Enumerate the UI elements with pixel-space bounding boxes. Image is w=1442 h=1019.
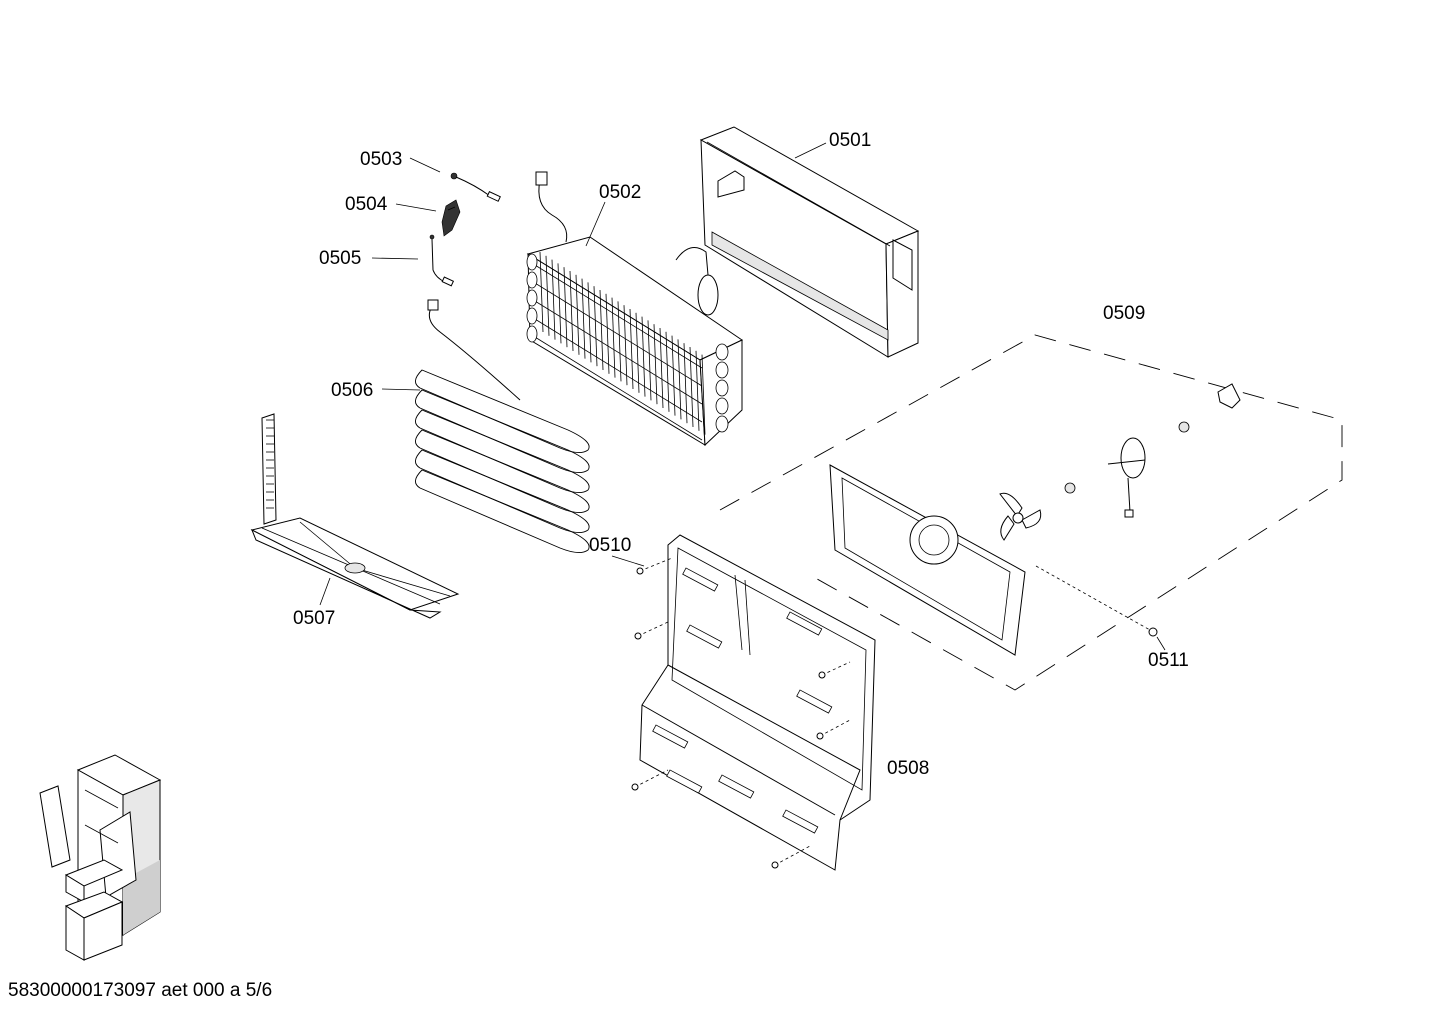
leader-0501 bbox=[794, 142, 827, 159]
screw-icon bbox=[634, 632, 642, 640]
grommet-icon bbox=[1064, 482, 1076, 494]
screw-icon bbox=[631, 783, 639, 791]
grommet-icon bbox=[1178, 421, 1190, 433]
label-0503: 0503 bbox=[360, 149, 402, 170]
part-0506-defrost-heater[interactable] bbox=[415, 299, 590, 553]
fan-blade-icon bbox=[999, 492, 1042, 541]
panel-slots bbox=[652, 567, 833, 834]
screw-icon bbox=[816, 732, 824, 740]
part-0502-evaporator[interactable] bbox=[526, 171, 744, 447]
leader-0511 bbox=[1156, 636, 1166, 651]
part-0509-fan-assembly[interactable] bbox=[719, 334, 1343, 691]
part-0503-sensor[interactable] bbox=[450, 172, 501, 202]
label-0506: 0506 bbox=[331, 380, 373, 401]
screw-icon bbox=[636, 567, 644, 575]
label-0505: 0505 bbox=[319, 248, 361, 269]
drawing-reference: 58300000173097 aet 000 a 5/6 bbox=[8, 980, 273, 1001]
bracket-icon bbox=[1217, 383, 1241, 409]
label-0504: 0504 bbox=[345, 194, 388, 215]
part-0508-rear-panel[interactable] bbox=[639, 534, 876, 871]
part-0501-duct-cover[interactable] bbox=[699, 126, 920, 358]
label-0509: 0509 bbox=[1103, 303, 1145, 324]
leader-0507 bbox=[319, 577, 331, 606]
fan-motor-icon bbox=[1107, 437, 1146, 518]
part-0504-clip[interactable] bbox=[441, 199, 461, 237]
leader-0504 bbox=[395, 203, 437, 212]
appliance-overview-thumbnail bbox=[39, 754, 162, 961]
part-0505-heater-wire[interactable] bbox=[429, 234, 455, 287]
screw-icon bbox=[771, 861, 779, 869]
label-0502: 0502 bbox=[599, 182, 641, 203]
screw-icon bbox=[818, 671, 826, 679]
leader-0506 bbox=[381, 388, 421, 391]
label-0511: 0511 bbox=[1148, 650, 1189, 671]
label-0510: 0510 bbox=[589, 535, 631, 556]
label-0508: 0508 bbox=[887, 758, 929, 779]
part-0511-screw[interactable] bbox=[1035, 565, 1158, 637]
heater-coil-loops bbox=[415, 369, 590, 553]
leader-0503 bbox=[409, 157, 441, 173]
part-0507-drip-tray[interactable] bbox=[250, 413, 460, 619]
part-0510-screws[interactable] bbox=[611, 555, 851, 869]
evaporator-fins bbox=[526, 251, 729, 441]
label-0501: 0501 bbox=[829, 130, 871, 151]
leader-0502 bbox=[585, 201, 606, 247]
label-0507: 0507 bbox=[293, 608, 335, 629]
leader-0505 bbox=[371, 257, 419, 260]
